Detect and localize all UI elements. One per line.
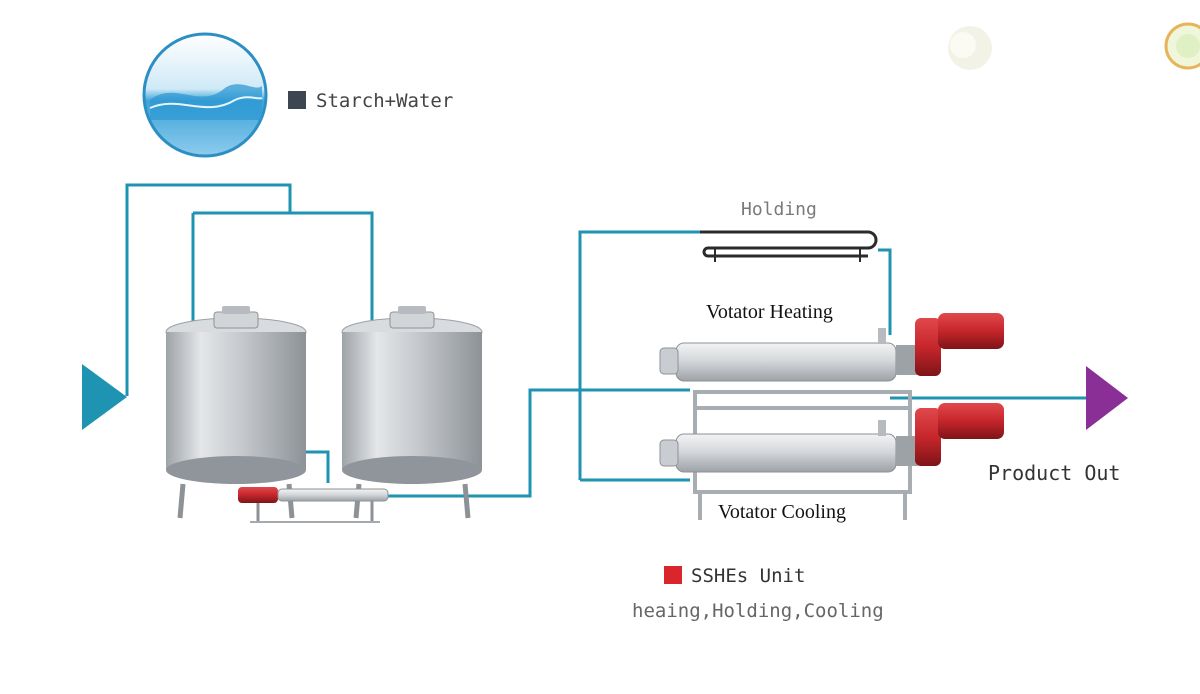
water-circle-icon bbox=[142, 32, 268, 158]
legend-swatch-sshe-unit bbox=[664, 566, 682, 584]
cooling-motor bbox=[896, 403, 1004, 466]
votator-cooling-label: Votator Cooling bbox=[718, 501, 846, 523]
outlet-arrow-icon bbox=[1086, 366, 1128, 430]
mixing-tank-2 bbox=[341, 306, 483, 519]
pipe-network bbox=[125, 183, 1088, 498]
votator-heating-cylinder bbox=[659, 328, 897, 382]
holding-tube bbox=[700, 230, 878, 262]
holding-label: Holding bbox=[741, 199, 817, 220]
inlet-arrow-icon bbox=[82, 364, 127, 430]
sshe-subtitle: heaing,Holding,Cooling bbox=[632, 600, 884, 622]
mixing-tank-1 bbox=[165, 306, 307, 519]
heating-motor bbox=[896, 313, 1004, 376]
feed-pump bbox=[238, 487, 389, 523]
corner-decoration-icon bbox=[948, 22, 1200, 70]
legend-label-sshe-unit: SSHEs Unit bbox=[691, 565, 805, 587]
legend-label-starch-water: Starch+Water bbox=[316, 90, 453, 112]
votator-cooling-cylinder bbox=[659, 420, 897, 473]
product-out-label: Product Out bbox=[988, 461, 1120, 485]
votator-heating-label: Votator Heating bbox=[706, 301, 833, 323]
legend-swatch-starch-water bbox=[288, 91, 306, 109]
